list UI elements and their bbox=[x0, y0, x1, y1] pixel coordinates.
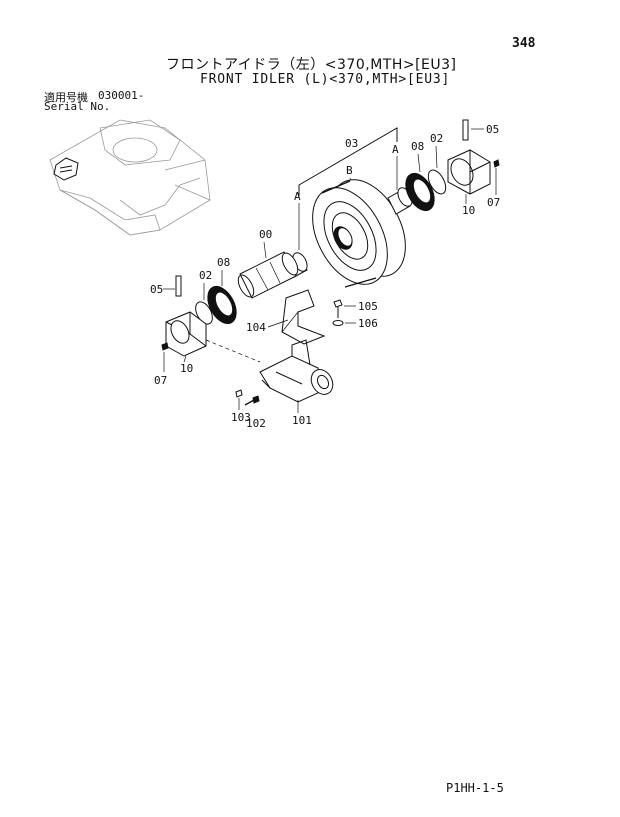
o-ring-02-right: 02 bbox=[427, 132, 447, 195]
seal-08-left: 08 bbox=[207, 256, 237, 325]
callout-00: 00 bbox=[259, 228, 272, 241]
callout-106: 106 bbox=[358, 317, 378, 330]
frame-101: 101 bbox=[259, 339, 334, 427]
callout-02-right: 02 bbox=[430, 132, 443, 145]
callout-101: 101 bbox=[292, 414, 312, 427]
callout-105: 105 bbox=[358, 300, 378, 313]
bolt-105: 105 bbox=[333, 299, 378, 318]
idler-wheel bbox=[312, 179, 406, 288]
callout-07-left: 07 bbox=[154, 374, 167, 387]
footer-code: P1HH-1-5 bbox=[446, 781, 504, 795]
shaft-00: 00 bbox=[237, 228, 299, 299]
callout-A-left: A bbox=[294, 190, 301, 203]
callout-104: 104 bbox=[246, 321, 266, 334]
o-ring-02-left: 02 bbox=[195, 269, 213, 325]
assembly-centerline bbox=[205, 339, 261, 363]
seal-08-right: 08 bbox=[405, 140, 435, 212]
callout-102: 102 bbox=[246, 417, 266, 430]
pin-05-left: 05 bbox=[150, 275, 182, 297]
washer-106: 106 bbox=[332, 317, 378, 330]
callout-10-right: 10 bbox=[462, 204, 475, 217]
machine-overview-thumbnail bbox=[49, 119, 211, 236]
callout-08-left: 08 bbox=[217, 256, 230, 269]
bolt-103: 103 bbox=[231, 389, 251, 424]
serial-label-japanese: 適用号機 bbox=[44, 91, 88, 104]
callout-02-left: 02 bbox=[199, 269, 212, 282]
callout-A-right: A bbox=[392, 143, 399, 156]
bolt-07-left: 07 bbox=[154, 342, 169, 387]
callout-B: B bbox=[346, 164, 353, 177]
callout-103: 103 bbox=[231, 411, 251, 424]
callout-07-right: 07 bbox=[487, 196, 500, 209]
title-english: FRONT IDLER (L)<370,MTH>[EU3] bbox=[200, 72, 451, 87]
callout-05-left: 05 bbox=[150, 283, 163, 296]
title-japanese: フロントアイドラ（左）<370,MTH>[EU3] bbox=[166, 57, 457, 73]
bolt-07-right: 07 bbox=[487, 159, 500, 209]
callout-08-right: 08 bbox=[411, 140, 424, 153]
page-number: 348 bbox=[512, 36, 536, 51]
plate-104: 104 bbox=[246, 289, 326, 345]
callout-03-bracket: 03 A A B bbox=[294, 127, 399, 250]
callout-10-left: 10 bbox=[180, 362, 193, 375]
callout-05-right: 05 bbox=[486, 123, 499, 136]
serial-label-english: Serial No. bbox=[44, 100, 111, 113]
serial-value: 030001- bbox=[98, 89, 145, 102]
bolt-102: 102 bbox=[244, 395, 266, 430]
callout-03: 03 bbox=[345, 137, 358, 150]
pin-05-right: 05 bbox=[462, 119, 499, 141]
bracket-10-left: 10 bbox=[165, 311, 207, 375]
bracket-10-right: 10 bbox=[447, 149, 491, 217]
